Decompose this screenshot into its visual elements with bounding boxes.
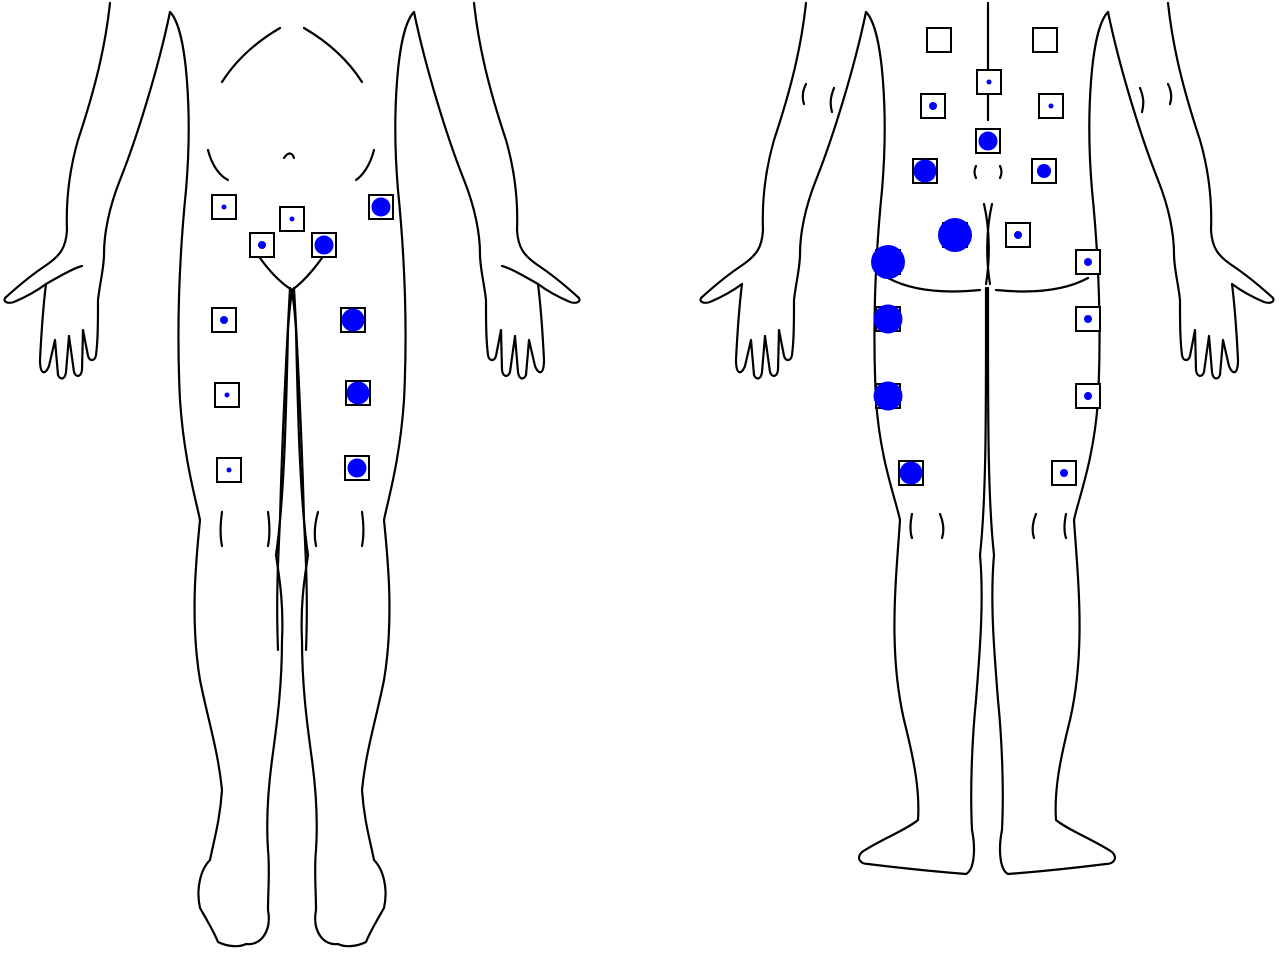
site-marker-left-posterior-upper-thigh: [873, 304, 903, 334]
back-right-arm-marks: [1138, 82, 1173, 114]
site-marker-left-posterior-lower-thigh: [899, 461, 923, 485]
back-body-figure: [699, 1, 1275, 876]
front-chest-curve-right: [302, 26, 364, 84]
site-marker-mid-spine: [978, 131, 998, 151]
site-marker-right-posterior-lower-thigh: [1060, 469, 1068, 477]
front-left-arm-outline: [3, 1, 172, 380]
site-marker-right-posterior-mid-thigh: [1084, 392, 1092, 400]
back-right-arm-outline: [1106, 1, 1275, 380]
site-marker-right-upper-thigh: [341, 308, 365, 332]
front-left-hand-inner: [44, 264, 84, 286]
front-chest-curve-left: [220, 26, 282, 84]
front-hip-crease-right: [354, 148, 376, 182]
back-right-leg-outline: [986, 10, 1116, 876]
site-marker-left-lower-lumbar: [913, 159, 937, 183]
back-gluteal-fold-right: [994, 276, 1090, 293]
site-marker-right-lower-thigh: [347, 458, 367, 478]
site-marker-right-buttock: [1014, 231, 1022, 239]
front-knee-marks: [219, 510, 365, 548]
front-view-sites: [211, 194, 394, 483]
site-marker-right-mid-thigh: [346, 381, 370, 405]
front-left-leg-outline: [168, 10, 296, 948]
back-gluteal-fold-left: [886, 276, 982, 293]
front-right-leg-outline: [288, 10, 416, 948]
back-view-sites: [871, 27, 1101, 486]
site-marker-right-posterior-upper-thigh: [1084, 315, 1092, 323]
site-box-left-mid-thigh: [214, 382, 240, 408]
site-markers-layer: [211, 27, 1101, 486]
front-inner-leg-gap: [276, 286, 308, 652]
back-sacral-dimples: [973, 164, 1003, 180]
site-marker-groin-center: [289, 216, 295, 222]
front-groin-v: [250, 244, 332, 292]
site-marker-left-groin: [258, 241, 266, 249]
site-marker-right-groin: [314, 235, 334, 255]
back-left-arm-marks: [801, 82, 836, 114]
site-box-right-posterior-mid-thigh: [1075, 383, 1101, 409]
back-left-arm-outline: [699, 1, 868, 380]
site-marker-right-lower-abdomen: [371, 197, 391, 217]
back-buttock-cleft: [982, 202, 994, 286]
site-marker-upper-spine: [986, 79, 992, 85]
site-marker-left-posterior-mid-thigh: [873, 381, 903, 411]
site-marker-right-mid-lumbar: [1048, 103, 1054, 109]
site-marker-left-lower-abdomen: [221, 204, 227, 210]
site-marker-left-buttock: [938, 218, 972, 252]
back-knee-marks: [909, 512, 1068, 540]
site-marker-left-mid-thigh: [224, 392, 230, 398]
site-marker-right-lower-lumbar: [1037, 164, 1051, 178]
site-marker-left-mid-lumbar: [929, 102, 937, 110]
site-box-right-upper-lumbar: [1032, 27, 1058, 53]
site-marker-left-lower-thigh: [226, 467, 232, 473]
site-box-left-upper-lumbar: [926, 27, 952, 53]
site-marker-left-hip: [871, 245, 905, 279]
front-right-arm-outline: [412, 1, 581, 380]
back-left-leg-outline: [858, 10, 988, 876]
site-box-left-groin: [249, 232, 275, 258]
front-navel: [282, 152, 296, 160]
front-right-hand-inner: [500, 264, 540, 286]
front-body-figure: [3, 1, 581, 948]
site-marker-left-upper-thigh: [220, 316, 228, 324]
site-marker-right-hip: [1084, 258, 1092, 266]
front-hip-crease-left: [206, 148, 230, 182]
